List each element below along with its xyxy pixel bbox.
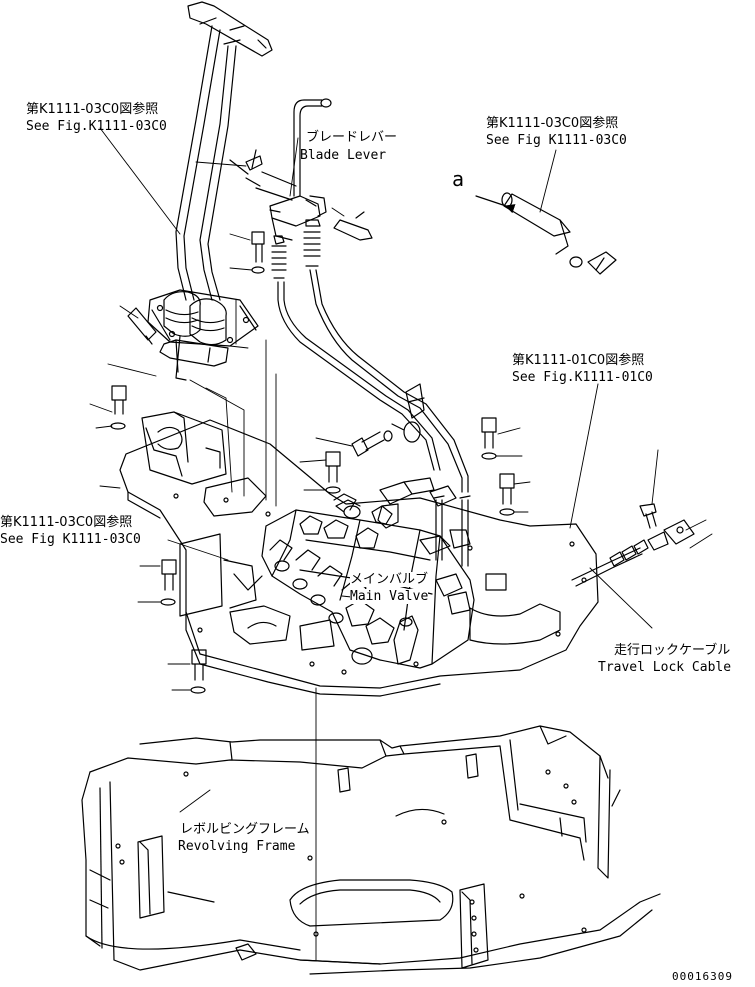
callout-main-valve-en: Main Valve [350,589,429,604]
control-cables [271,219,469,529]
callout-top-left-en: See Fig.K1111-03C0 [26,119,167,134]
callout-right-middle-en: See Fig.K1111-01C0 [512,370,653,385]
callout-revolving-frame-en: Revolving Frame [178,839,296,854]
bolts-and-washers [110,231,657,694]
callout-blade-lever-jp: ブレードレバー [306,130,398,145]
callout-left-middle-en: See Fig K1111-03C0 [0,532,141,547]
callout-top-right-en: See Fig K1111-03C0 [486,133,627,148]
callout-main-valve-jp: メインバルブ [350,572,429,587]
leader-lines [89,127,713,961]
callout-top-right-jp: 第K1111-03C0図参照 [486,116,619,131]
callout-travel-lock-jp: 走行ロックケーブル [614,643,731,658]
revolving-frame [81,725,661,975]
arrow-letter-label: a [452,167,465,191]
control-levers [127,1,273,381]
callout-travel-lock-en: Travel Lock Cable [598,660,732,675]
callout-blade-lever-en: Blade Lever [300,148,387,163]
callout-left-middle-jp: 第K1111-03C0図参照 [0,515,133,530]
arrow-pin-assembly [475,192,617,275]
callout-revolving-frame-jp: レボルビングフレーム [180,822,310,837]
callout-top-left-jp: 第K1111-03C0図参照 [26,102,159,117]
callout-right-middle-jp: 第K1111-01C0図参照 [512,353,645,368]
drawing-number: 00016309 [672,970,733,983]
blade-lever [229,98,373,241]
